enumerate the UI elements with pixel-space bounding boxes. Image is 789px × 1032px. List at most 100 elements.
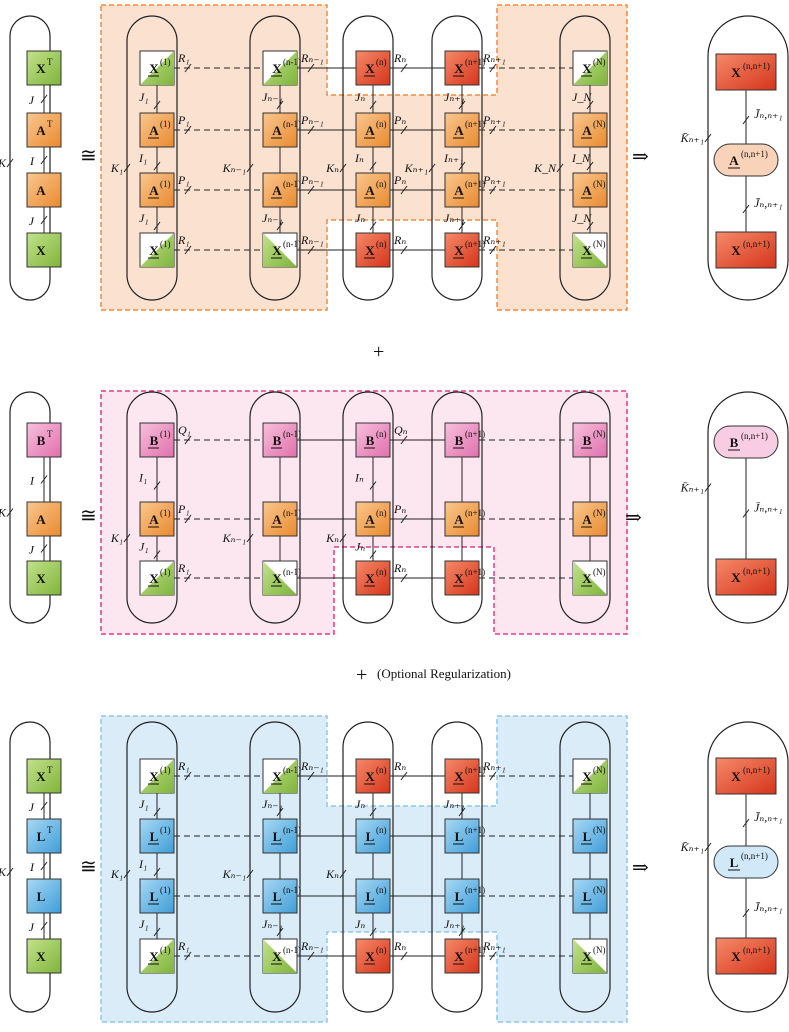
top-vert-2-tick-4: [586, 221, 594, 231]
top-col-loop-4: [559, 15, 611, 301]
top-node-r3-c1-label: X: [272, 243, 282, 258]
middle-K-tick-0: [123, 533, 131, 543]
top-row-3-label-0: R₁: [177, 233, 190, 247]
middle-left-edge-1: J: [29, 543, 35, 557]
top-row-0-label-3: Rₙ₊₁: [482, 51, 506, 65]
top-right-node-2-label: X: [731, 243, 741, 258]
bottom-left-node-3-label: X: [36, 949, 46, 964]
bottom-row-3-label-0: R₁: [177, 939, 190, 953]
bottom-node-r1-c3-label: L: [455, 829, 464, 844]
top-row-1-label-0: P₁: [177, 113, 190, 127]
middle-node-r2-c2-sup: (n): [376, 567, 387, 577]
top-row-0-label-0: R₁: [177, 51, 190, 65]
bottom-vert-1-label-0: I₁: [138, 857, 147, 871]
top-col-loop-2: [342, 15, 394, 301]
top-node-r1-c4-box: [572, 112, 608, 148]
top-left-tick-0: [40, 94, 48, 104]
middle-right-node-0-sup: (n,n+1): [741, 431, 768, 441]
bottom-node-r1-c4-label: L: [583, 829, 592, 844]
top-node-r0-c1-label: X: [272, 61, 282, 76]
bottom-vert-0-tick-3: [458, 807, 466, 817]
top-row-2-label-2: Pₙ: [393, 173, 406, 187]
bottom-row-0-label-3: Rₙ₊₁: [482, 759, 506, 773]
top-node-r1-c0-label: A: [149, 123, 159, 138]
bottom-right-node-1-sup: (n,n+1): [741, 851, 768, 861]
top-col-loop-1: [249, 15, 301, 301]
bottom-left-node-0-sup: T: [47, 765, 53, 775]
middle-K-tick-2: [339, 533, 347, 543]
top-node-r1-c4-sup: (N): [593, 119, 606, 129]
top-node-r0-c4-label: X: [582, 61, 592, 76]
top-row-2-tick-2: [400, 185, 408, 195]
top-vert-2-label-2: Jₙ: [355, 211, 365, 225]
middle-right-node-1-sup: (n,n+1): [743, 566, 770, 576]
top-node-r2-c2-label: A: [365, 183, 375, 198]
bottom-left-node-2-box: [26, 878, 62, 914]
top-node-r1-c4-label: A: [582, 123, 592, 138]
middle-node-r2-c2-box: [355, 560, 391, 596]
middle-node-r0-c3-sup: (n+1): [465, 429, 485, 439]
bottom-node-r3-c1-label: X: [272, 949, 282, 964]
bottom-node-r0-c0-sup: (1): [160, 765, 171, 775]
top-row-3-tick-1: [307, 245, 315, 255]
top-row-3-tick-3: [489, 245, 497, 255]
top-node-r0-c2-label: X: [365, 61, 375, 76]
top-node-r3-c2-sup: (n): [376, 239, 387, 249]
bottom-node-r1-c1-box: [262, 818, 298, 854]
middle-left-edge-0: I: [29, 474, 35, 488]
bottom-vert-0-tick-0: [153, 807, 161, 817]
bottom-node-r0-c2-label: X: [365, 769, 375, 784]
bottom-vert-2-tick-1: [276, 927, 284, 937]
bottom-row-3-tick-1: [307, 951, 315, 961]
top-vert-0-label-1: Jₙ₋₁: [262, 90, 283, 104]
middle-left-node-0-label: B: [37, 433, 46, 448]
bottom-left-edge-0: J: [29, 800, 35, 814]
middle-node-r0-c3-box: [444, 422, 480, 458]
bottom-left-node-1-sup: T: [47, 825, 53, 835]
top-node-r1-c0-box: [139, 112, 175, 148]
bottom-right-node-0-label: X: [731, 769, 741, 784]
middle-left-loop: [9, 391, 51, 624]
top-row-0-tick-0: [184, 63, 192, 73]
top-left-node-1-sup: T: [47, 119, 53, 129]
top-node-r2-c1-label: A: [272, 183, 282, 198]
top-left-node-1-label: A: [36, 123, 46, 138]
bottom-col-loop-3: [431, 721, 483, 1013]
middle-node-r1-c2-label: A: [365, 512, 375, 527]
middle-col-loop-2: [342, 391, 394, 624]
bottom-node-r3-c2-box: [355, 938, 391, 974]
middle-vert-1-label-2: Jₙ: [355, 540, 365, 554]
bottom-node-r1-c0-sup: (1): [160, 825, 171, 835]
middle-node-r1-c2-box: [355, 501, 391, 537]
top-K-label-2: Kₙ: [325, 161, 339, 175]
top-node-r3-c4-sup: (N): [593, 239, 606, 249]
bottom-right-tick-1: [742, 908, 750, 918]
top-node-r1-c3-box: [444, 112, 480, 148]
bottom-left-node-0-box: [26, 758, 62, 794]
top-vert-2-tick-3: [458, 221, 466, 231]
middle-K-label-0: K₁: [110, 531, 123, 545]
top-vert-1-tick-2: [369, 161, 377, 171]
top-left-node-3-label: X: [36, 243, 46, 258]
top-left-node-2-label: A: [36, 183, 46, 198]
top-vert-0-tick-2: [369, 100, 377, 110]
bottom-node-r0-c3-sup: (n+1): [465, 765, 485, 775]
top-left-node-0-label: X: [36, 61, 46, 76]
top-col-loop-0: [126, 15, 178, 301]
top-node-r1-c3-sup: (n+1): [465, 119, 485, 129]
top-node-r0-c0-sup: (1): [160, 57, 171, 67]
top-node-r1-c1-label: A: [272, 123, 282, 138]
top-left-loop: [9, 15, 51, 301]
bottom-node-r0-c2-box: [355, 758, 391, 794]
top-left-node-1-box: [26, 112, 62, 148]
top-vert-0-tick-1: [276, 100, 284, 110]
top-row-0-tick-1: [307, 63, 315, 73]
middle-node-r2-c4-sup: (N): [593, 567, 606, 577]
middle-node-r1-c4-sup: (N): [593, 508, 606, 518]
top-vert-2-label-4: J_N: [572, 211, 592, 225]
top-K-tick-2: [339, 163, 347, 173]
bottom-right-node-1-label: L: [730, 855, 739, 870]
middle-left-tick-0: [40, 475, 48, 484]
bottom-left-node-0-label: X: [36, 769, 46, 784]
